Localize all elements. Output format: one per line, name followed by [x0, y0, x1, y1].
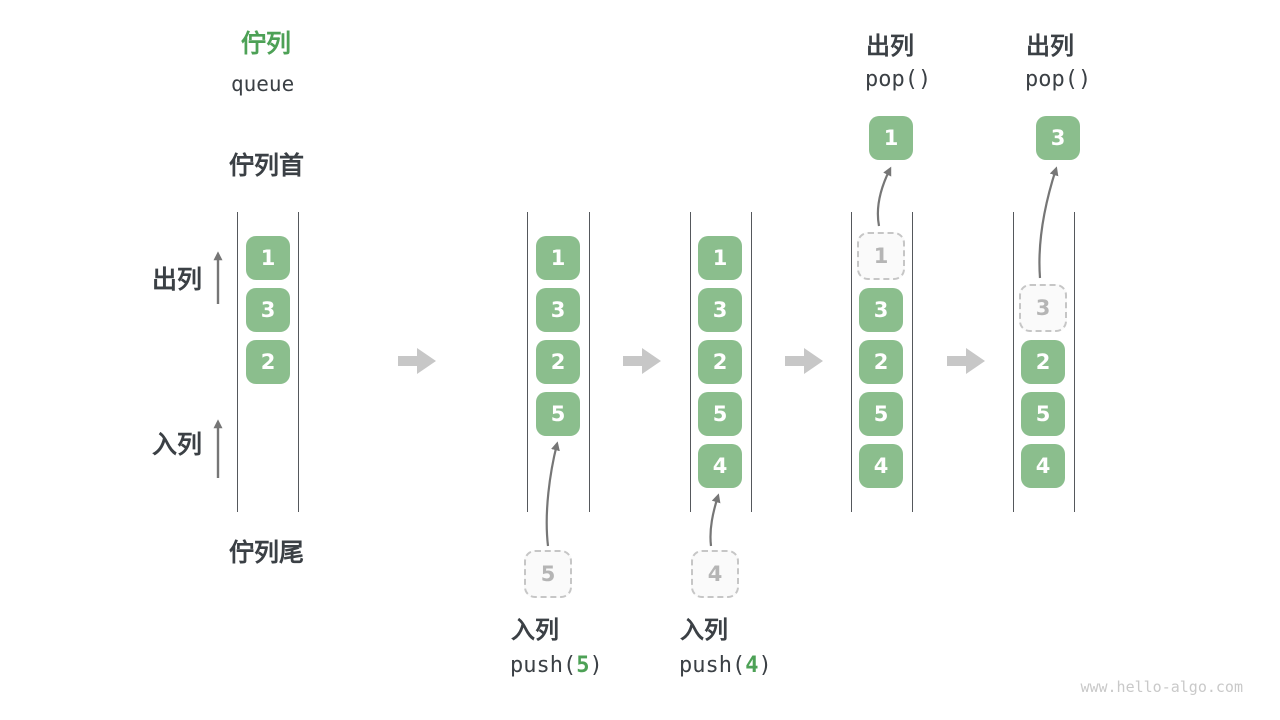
channel-wall [851, 212, 853, 512]
channel-wall [690, 212, 692, 512]
queue-cell: 1 [246, 236, 290, 280]
pop2-arrow-icon [1038, 166, 1059, 279]
channel-wall [589, 212, 591, 512]
queue-cell: 2 [698, 340, 742, 384]
push5-code: push(5) [510, 653, 603, 679]
channel-wall [237, 212, 239, 512]
staged-cell: 4 [691, 550, 739, 598]
pop1-code: pop() [865, 67, 932, 92]
transition-arrow-4-icon [947, 348, 985, 374]
queue-cell: 1 [698, 236, 742, 280]
push4-label: 入列 [680, 616, 728, 644]
queue-cell: 2 [536, 340, 580, 384]
queue-cell: 1 [536, 236, 580, 280]
queue-cell: 2 [859, 340, 903, 384]
popped-cell: 1 [869, 116, 913, 160]
removed-cell-ghost: 3 [1019, 284, 1067, 332]
pop2-code: pop() [1025, 67, 1092, 92]
push5-code-arg: 5 [576, 653, 590, 678]
transition-arrow-3-icon [785, 348, 823, 374]
queue-cell: 5 [1021, 392, 1065, 436]
queue-rear-label: 佇列尾 [229, 538, 305, 567]
channel-wall [1013, 212, 1015, 512]
transition-arrow-1-icon [398, 348, 436, 374]
watermark: www.hello-algo.com [1080, 678, 1243, 696]
channel-wall [1074, 212, 1076, 512]
queue-cell: 2 [1021, 340, 1065, 384]
page-subtitle: queue [231, 72, 295, 96]
channel-wall [912, 212, 914, 512]
queue-cell: 3 [246, 288, 290, 332]
transition-arrow-2-icon [623, 348, 661, 374]
removed-cell-ghost: 1 [857, 232, 905, 280]
queue-cell: 3 [698, 288, 742, 332]
queue-cell: 5 [859, 392, 903, 436]
queue-cell: 4 [1021, 444, 1065, 488]
enqueue-side-label: 入列 [152, 430, 203, 459]
pop1-label: 出列 [866, 32, 914, 60]
channel-wall [298, 212, 300, 512]
push4-code-close: ) [758, 653, 772, 678]
queue-cell: 3 [536, 288, 580, 332]
queue-front-label: 佇列首 [229, 151, 305, 180]
queue-cell: 3 [859, 288, 903, 332]
queue-cell: 5 [698, 392, 742, 436]
popped-cell: 3 [1036, 116, 1080, 160]
channel-wall [527, 212, 529, 512]
queue-cell: 4 [859, 444, 903, 488]
push5-code-close: ) [589, 653, 603, 678]
push5-label: 入列 [511, 616, 559, 644]
push4-code: push(4) [679, 653, 772, 679]
staged-cell: 5 [524, 550, 572, 598]
queue-cell: 2 [246, 340, 290, 384]
pop2-label: 出列 [1026, 32, 1074, 60]
page-title: 佇列 [241, 29, 292, 58]
queue-cell: 5 [536, 392, 580, 436]
channel-wall [751, 212, 753, 512]
queue-cell: 4 [698, 444, 742, 488]
push4-arrow-icon [709, 493, 721, 547]
pop1-arrow-icon [876, 166, 892, 227]
dequeue-side-label: 出列 [152, 265, 203, 294]
push5-arrow-icon [545, 441, 560, 547]
push5-code-open: push( [510, 653, 577, 678]
push4-code-open: push( [679, 653, 746, 678]
push4-code-arg: 4 [745, 653, 759, 678]
